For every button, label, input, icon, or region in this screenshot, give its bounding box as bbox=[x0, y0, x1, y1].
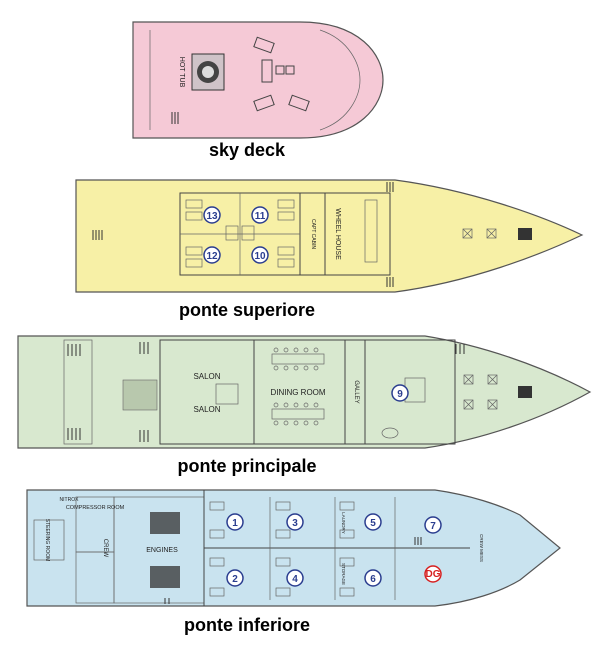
galley-label: GALLEY bbox=[353, 380, 359, 403]
upper-deck-hull bbox=[75, 179, 584, 293]
salon-top-label: SALON bbox=[193, 372, 220, 381]
cabin-6: 6 bbox=[370, 574, 376, 585]
sky-stairs bbox=[171, 112, 179, 124]
main-deck: 9 SALON SALON DINING ROOM GALLEY ponte p… bbox=[17, 335, 592, 476]
nitrox-label: NITROX bbox=[60, 497, 80, 503]
cabin-11: 11 bbox=[255, 211, 266, 222]
cabin-13: 13 bbox=[206, 211, 218, 222]
lower-cabin-badges: 1 3 5 7 2 4 6 DG bbox=[226, 513, 442, 587]
engines-label: ENGINES bbox=[146, 547, 178, 554]
hot-tub-label: HOT TUB bbox=[178, 57, 185, 88]
main-stairs bbox=[67, 342, 465, 442]
capt-cabin-label: CAPT CABIN bbox=[310, 219, 316, 249]
sky-deck: HOT TUB sky deck bbox=[132, 21, 384, 160]
cabin-9: 9 bbox=[397, 389, 403, 400]
steering-room-label: STEERING ROOM bbox=[44, 519, 50, 562]
cabin-2: 2 bbox=[232, 574, 238, 585]
laundry-label: LAUNDRY bbox=[341, 512, 346, 533]
cabin-12: 12 bbox=[206, 251, 218, 262]
upper-deck-title: ponte superiore bbox=[179, 300, 315, 320]
main-deck-title: ponte principale bbox=[177, 456, 316, 476]
cabin-10: 10 bbox=[254, 251, 266, 262]
salon-bottom-label: SALON bbox=[193, 405, 220, 414]
compressor-room-label: COMPRESSOR ROOM bbox=[66, 505, 125, 511]
lower-deck-title: ponte inferiore bbox=[184, 615, 310, 635]
cabin-3: 3 bbox=[292, 518, 298, 529]
cabin-5: 5 bbox=[370, 518, 376, 529]
upper-deck: 13 11 12 10 CAPT CABIN WHEEL HOUSE ponte… bbox=[75, 179, 584, 320]
upper-cabin-badges: 13 11 12 10 bbox=[203, 206, 269, 264]
wheel-house-label: WHEEL HOUSE bbox=[334, 208, 341, 260]
main-deck-hull bbox=[17, 335, 592, 449]
cabin-7: 7 bbox=[430, 521, 436, 532]
lower-stairs bbox=[164, 537, 422, 604]
dining-room-label: DINING ROOM bbox=[270, 388, 325, 397]
storage-label: STORAGE bbox=[341, 563, 346, 585]
cabin-4: 4 bbox=[292, 574, 298, 585]
cabin-dg: DG bbox=[426, 569, 441, 580]
sky-deck-title: sky deck bbox=[209, 140, 286, 160]
upper-stairs bbox=[92, 182, 394, 287]
crew-label: CREW bbox=[102, 539, 108, 558]
cabin-1: 1 bbox=[232, 518, 238, 529]
aft-deck-area bbox=[122, 379, 158, 411]
lower-deck: NITROX COMPRESSOR ROOM ENGINES CREW STEE… bbox=[26, 489, 561, 635]
sky-deck-hull bbox=[132, 21, 384, 139]
crew-mess-label: CREW MESS bbox=[479, 534, 484, 562]
